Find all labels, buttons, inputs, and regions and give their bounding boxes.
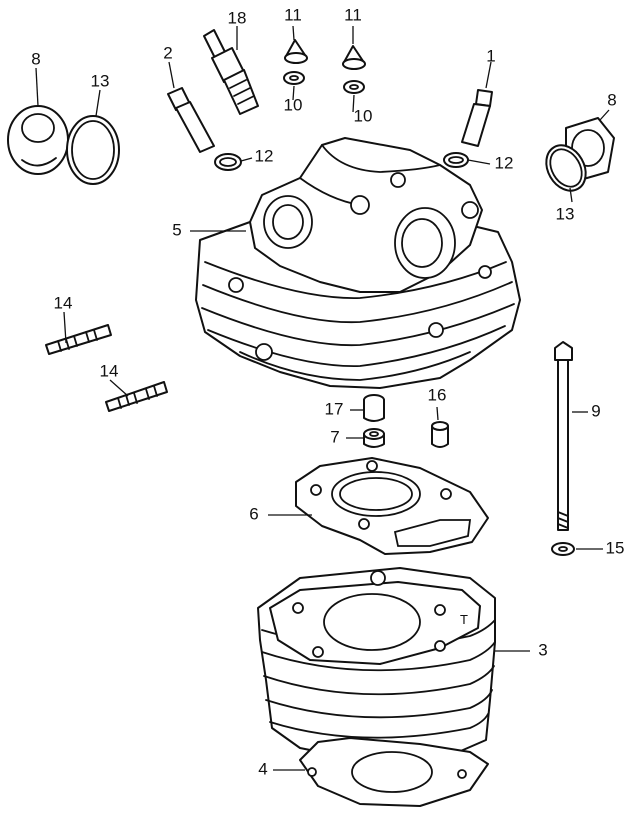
- cap-nut-left: [284, 39, 308, 64]
- leader-lines: [35, 25, 610, 771]
- callout-15: 15: [606, 538, 625, 557]
- callout-12-right: 12: [495, 153, 514, 172]
- callout-12-left: 12: [255, 146, 274, 165]
- callout-labels: 18 2 1 11 11 10 10 8 13 8 13 12 12 5 14 …: [31, 5, 624, 778]
- callout-1: 1: [486, 46, 495, 65]
- washer-right: [343, 80, 365, 94]
- cylinder-head: [195, 137, 521, 389]
- tappet-cap-left: [7, 105, 69, 175]
- cap-nut-right: [342, 45, 366, 70]
- washer-left: [283, 71, 305, 85]
- callout-14-upper: 14: [54, 293, 73, 312]
- dowel-pin-7: [363, 428, 385, 448]
- callout-4: 4: [258, 759, 267, 778]
- stud-lower: [105, 381, 168, 412]
- callout-13-left: 13: [91, 71, 110, 90]
- callout-8-right: 8: [607, 90, 616, 109]
- callout-11-right: 11: [344, 5, 362, 24]
- callout-18: 18: [228, 8, 247, 27]
- callout-11-left: 11: [284, 5, 302, 24]
- callout-10-right: 10: [354, 106, 373, 125]
- callout-7: 7: [330, 427, 339, 446]
- head-gasket: [295, 457, 489, 555]
- base-gasket: [299, 737, 489, 807]
- dowel-pin-17: [363, 394, 385, 422]
- callout-13-right: 13: [556, 204, 575, 223]
- stud-bolt: [554, 341, 573, 531]
- washer: [551, 542, 575, 556]
- callout-2: 2: [163, 43, 172, 62]
- valve-guide-right: [461, 89, 493, 147]
- spark-plug: [203, 29, 259, 115]
- stud-upper: [45, 324, 112, 355]
- callout-16: 16: [428, 385, 447, 404]
- callout-9: 9: [591, 401, 600, 420]
- cap-o-ring-right: [545, 144, 587, 192]
- callout-5: 5: [172, 220, 181, 239]
- dowel-pin-16: [431, 421, 449, 448]
- callout-3: 3: [538, 640, 547, 659]
- o-ring-left: [214, 153, 242, 171]
- callout-14-lower: 14: [100, 361, 119, 380]
- valve-guide-left: [167, 87, 215, 153]
- callout-17: 17: [325, 399, 344, 418]
- cylinder-block: T: [257, 567, 496, 761]
- cap-o-ring-left: [66, 115, 120, 185]
- o-ring-right: [443, 152, 469, 168]
- callout-10-left: 10: [284, 95, 303, 114]
- callout-6: 6: [249, 504, 258, 523]
- callout-8-left: 8: [31, 49, 40, 68]
- cylinder-mark: T: [460, 612, 468, 627]
